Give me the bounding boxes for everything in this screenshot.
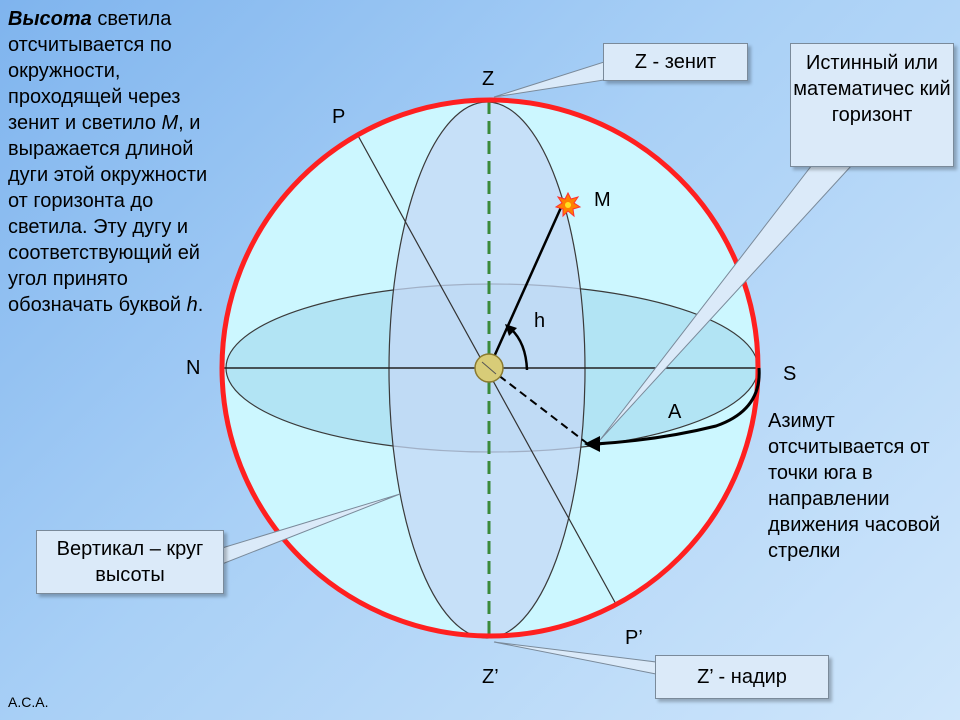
intro-text-1: светила отсчитывается по окружности, про… [8,8,181,134]
observer-mark [481,361,497,375]
intro-bold-word: Высота [8,8,92,30]
label-north: N [186,357,201,379]
label-altitude-h: h [534,310,546,332]
vertical-callout: Вертикал – круг высоты [36,530,224,594]
author-initials: А.С.А. [8,694,49,710]
zenith-callout: Z - зенит [603,43,748,81]
label-nadir: Z’ [482,666,499,688]
intro-star-letter: M [161,112,179,134]
projection-line [488,367,589,445]
intro-text-2: , и выражается длиной дуги этой окружнос… [8,112,208,316]
intro-text-3: . [197,294,204,316]
zenith-callout-pointer [493,61,605,98]
azimuth-arrowhead [584,436,600,452]
altitude-arrowhead [505,324,517,336]
label-star-m: M [594,189,611,211]
star-core [565,202,571,208]
label-pole-p-prime: P’ [625,627,643,649]
horizon-callout: Истинный или математичес кий горизонт [790,43,954,167]
nadir-callout: Z’ - надир [655,655,829,699]
label-zenith: Z [482,68,495,90]
azimuth-note: Азимут отсчитывается от точки юга в напр… [768,410,941,562]
label-pole-p: P [332,106,346,128]
azimuth-arc [594,367,761,446]
label-azimuth-a: A [668,401,682,423]
sphere-outline [219,97,761,639]
intro-angle-letter: h [186,294,198,316]
star-line [487,202,565,369]
intro-text: Высота светила отсчитывается по окружнос… [8,6,230,318]
label-south: S [783,363,797,385]
